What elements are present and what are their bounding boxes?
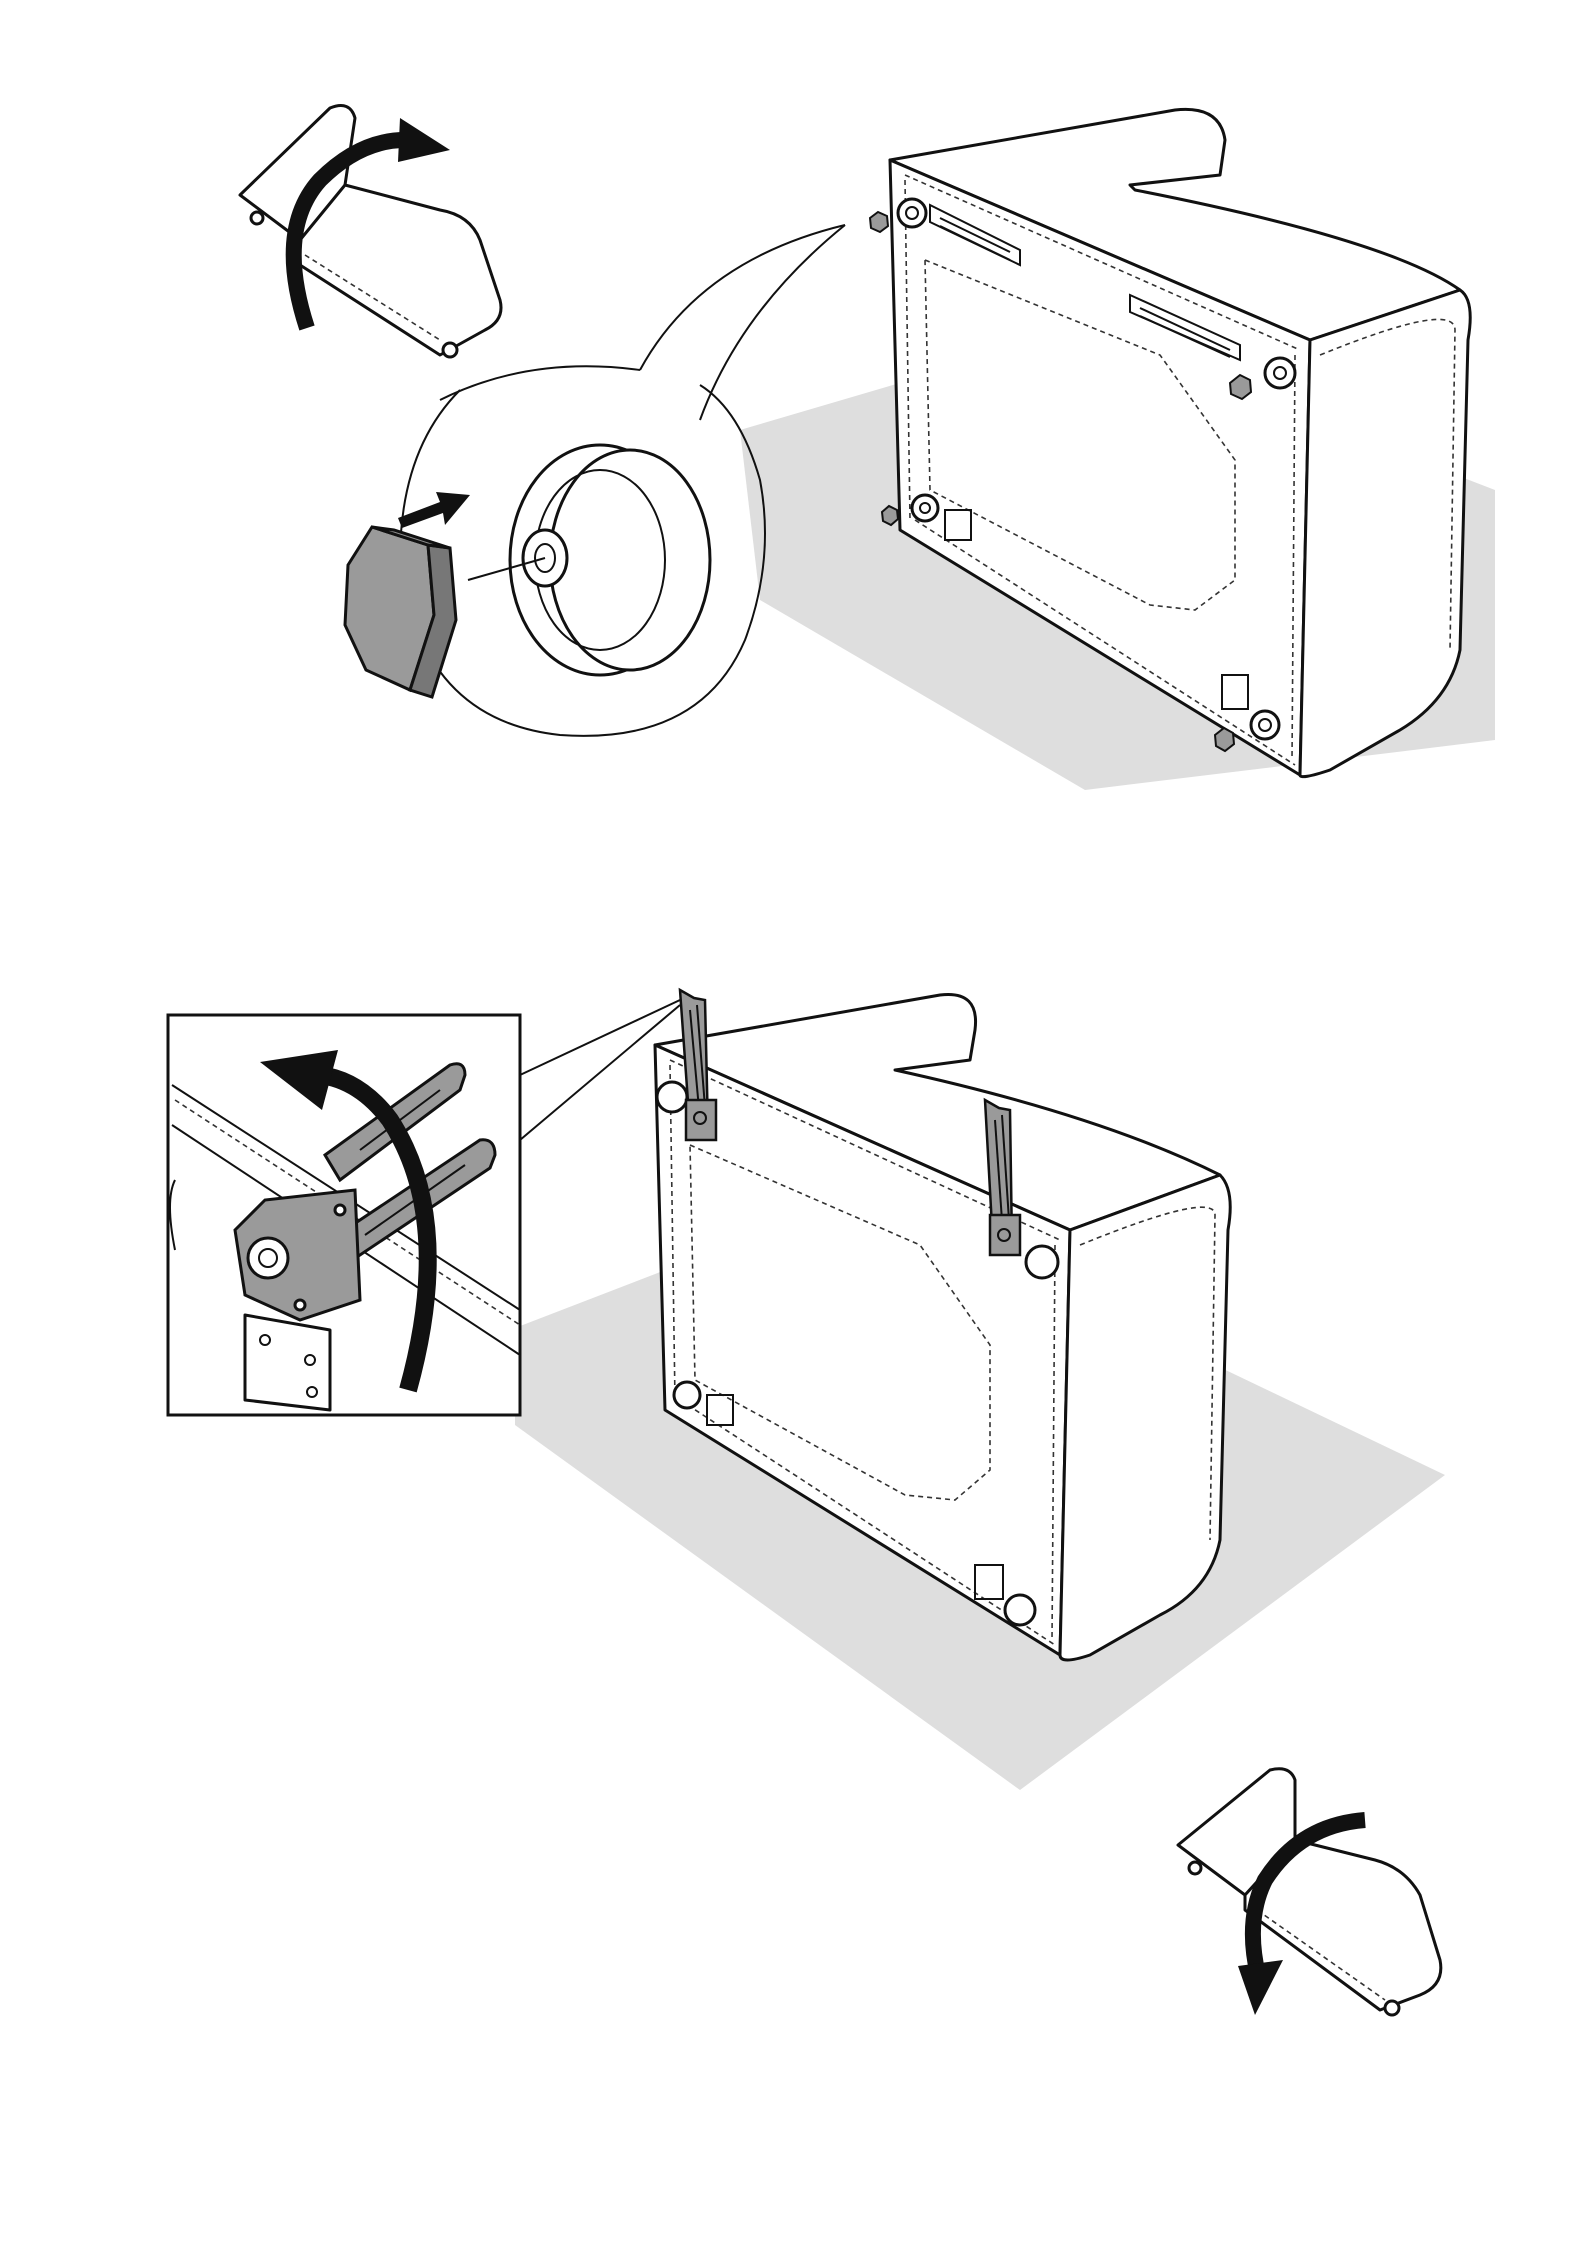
step-2-panel <box>168 990 1445 2015</box>
bracket-detail-box <box>168 1015 520 1415</box>
hex-glide-icon <box>345 527 456 697</box>
flip-back-sofa-icon <box>1178 1769 1441 2015</box>
step-1-panel <box>240 106 1495 790</box>
foot-detail <box>468 445 710 675</box>
flip-sofa-icon <box>240 106 501 357</box>
push-arrow-icon <box>398 492 470 528</box>
